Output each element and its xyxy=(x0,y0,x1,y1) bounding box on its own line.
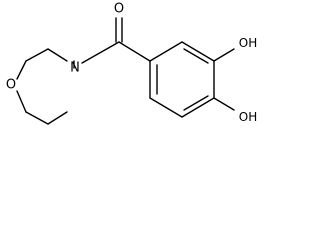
benzene-ring xyxy=(149,41,215,118)
amide-linkage xyxy=(81,17,151,64)
bond-ring-1 xyxy=(149,41,183,62)
hydroxyl-bottom-label: OH xyxy=(239,110,257,124)
bond-c3-c4 xyxy=(25,111,49,125)
bond-ring-2 xyxy=(181,41,215,62)
bond-ring-oh-top xyxy=(213,48,235,62)
carbonyl-oxygen-label: O xyxy=(114,2,124,17)
hydroxyl-top-label: OH xyxy=(239,36,257,50)
bond-c1-c2 xyxy=(25,48,49,62)
bond-ring-5 xyxy=(149,97,183,118)
bond-n-carbonyl xyxy=(81,41,120,64)
morpholine-oxygen-label: O xyxy=(6,78,16,93)
morpholine-ring xyxy=(16,48,75,125)
hydroxyl-bonds xyxy=(213,48,235,111)
bond-n-c1 xyxy=(47,48,68,62)
bond-c2-o xyxy=(16,60,27,80)
bond-ring-4-inner xyxy=(183,95,209,111)
molecule-structure-diagram: O N O OH OH xyxy=(6,2,257,125)
bond-carbonyl-ring xyxy=(118,41,151,62)
bond-o-c3 xyxy=(16,90,27,113)
bond-ring-oh-bottom xyxy=(213,97,235,111)
bond-ring-4 xyxy=(181,97,215,118)
bond-c4-n xyxy=(47,111,68,125)
morpholine-nitrogen-label: N xyxy=(70,61,80,76)
bond-ring-2-inner xyxy=(183,48,209,64)
